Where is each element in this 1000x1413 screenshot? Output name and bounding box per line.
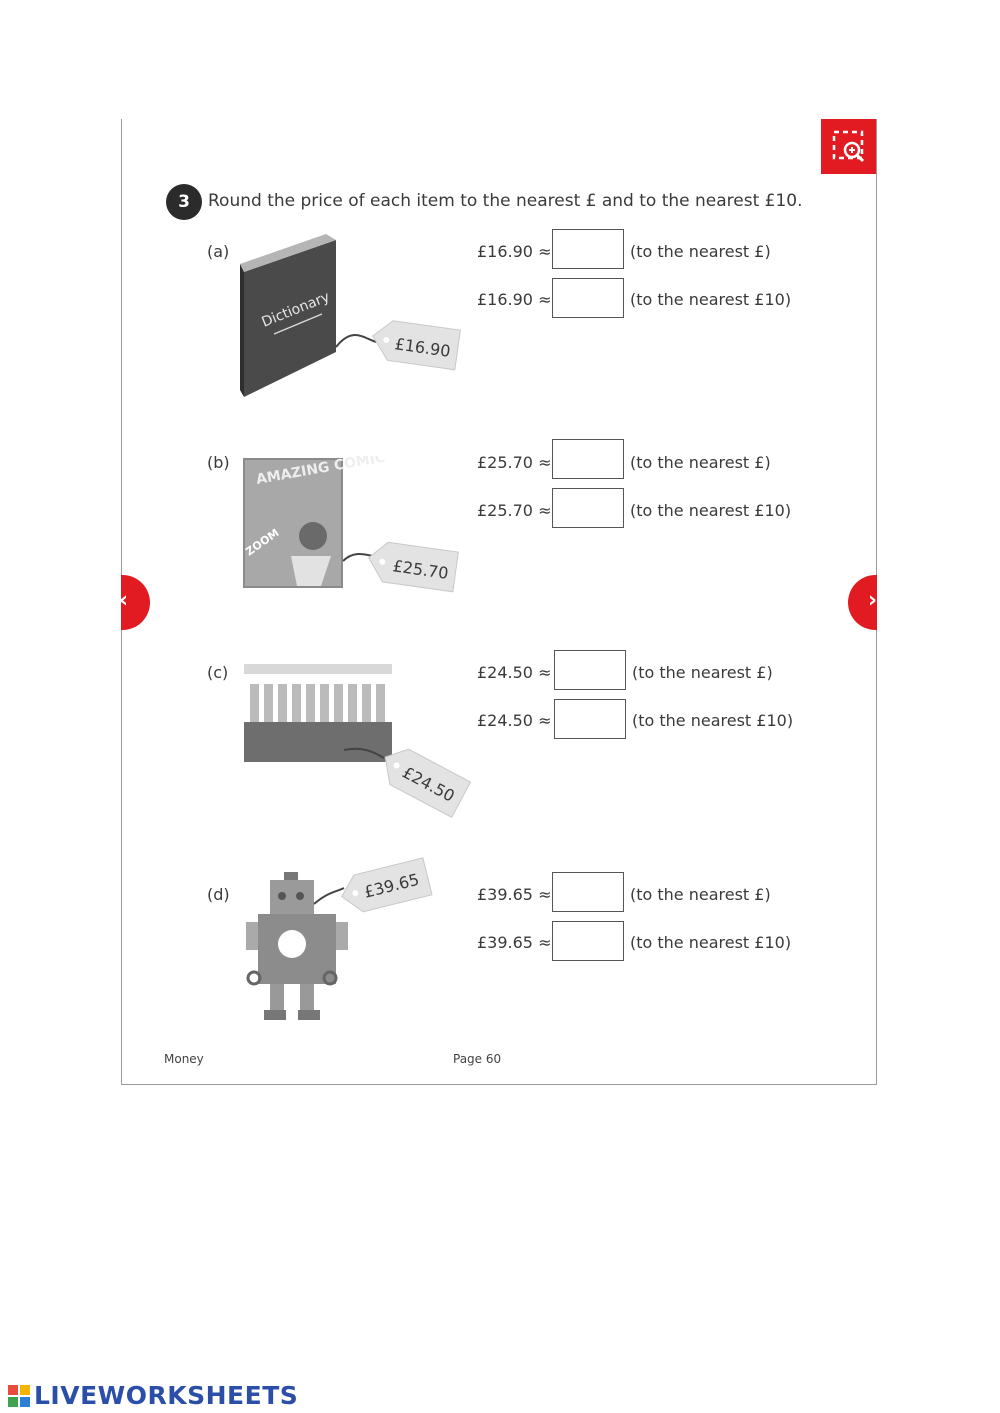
answer-box-d-nearest-ten[interactable] <box>552 921 624 961</box>
item-label-c: (c) <box>207 663 229 682</box>
note-c-2: (to the nearest £10) <box>632 711 794 730</box>
note-a-2: (to the nearest £10) <box>630 290 792 309</box>
answer-box-c-nearest-ten[interactable] <box>554 699 626 739</box>
item-label-b: (b) <box>207 453 230 472</box>
robot-illustration: £39.65 <box>246 857 433 1020</box>
note-c-1: (to the nearest £) <box>632 663 773 682</box>
pencils-illustration: £24.50 <box>244 664 472 819</box>
price-b-1: £25.70 ≈ <box>477 453 552 472</box>
item-label-a: (a) <box>207 242 230 261</box>
answer-box-c-nearest-pound[interactable] <box>554 650 626 690</box>
zoom-button[interactable] <box>821 119 876 174</box>
note-d-2: (to the nearest £10) <box>630 933 792 952</box>
zoom-in-icon <box>832 130 865 163</box>
price-a-1: £16.90 ≈ <box>477 242 552 261</box>
answer-box-a-nearest-pound[interactable] <box>552 229 624 269</box>
question-number: 3 <box>166 184 202 220</box>
dictionary-illustration: Dictionary £16.90 <box>240 234 461 397</box>
chevron-right-icon: › <box>868 588 877 613</box>
answer-box-d-nearest-pound[interactable] <box>552 872 624 912</box>
liveworksheets-logo-icon <box>8 1385 30 1407</box>
note-d-1: (to the nearest £) <box>630 885 771 904</box>
price-a-2: £16.90 ≈ <box>477 290 552 309</box>
chevron-left-icon: ‹ <box>121 588 128 613</box>
answer-box-a-nearest-ten[interactable] <box>552 278 624 318</box>
price-c-2: £24.50 ≈ <box>477 711 552 730</box>
comic-illustration: AMAZING COMIC ZOOM £25.70 <box>243 456 459 593</box>
note-b-1: (to the nearest £) <box>630 453 771 472</box>
answer-box-b-nearest-pound[interactable] <box>552 439 624 479</box>
question-instruction: Round the price of each item to the near… <box>208 191 803 211</box>
note-b-2: (to the nearest £10) <box>630 501 792 520</box>
brand-name[interactable]: LIVEWORKSHEETS <box>34 1381 299 1410</box>
footer-page-number: Page 60 <box>453 1052 502 1066</box>
price-c-1: £24.50 ≈ <box>477 663 552 682</box>
item-label-d: (d) <box>207 885 230 904</box>
price-d-1: £39.65 ≈ <box>477 885 552 904</box>
note-a-1: (to the nearest £) <box>630 242 771 261</box>
footer-topic: Money <box>164 1052 204 1066</box>
answer-box-b-nearest-ten[interactable] <box>552 488 624 528</box>
price-b-2: £25.70 ≈ <box>477 501 552 520</box>
price-d-2: £39.65 ≈ <box>477 933 552 952</box>
